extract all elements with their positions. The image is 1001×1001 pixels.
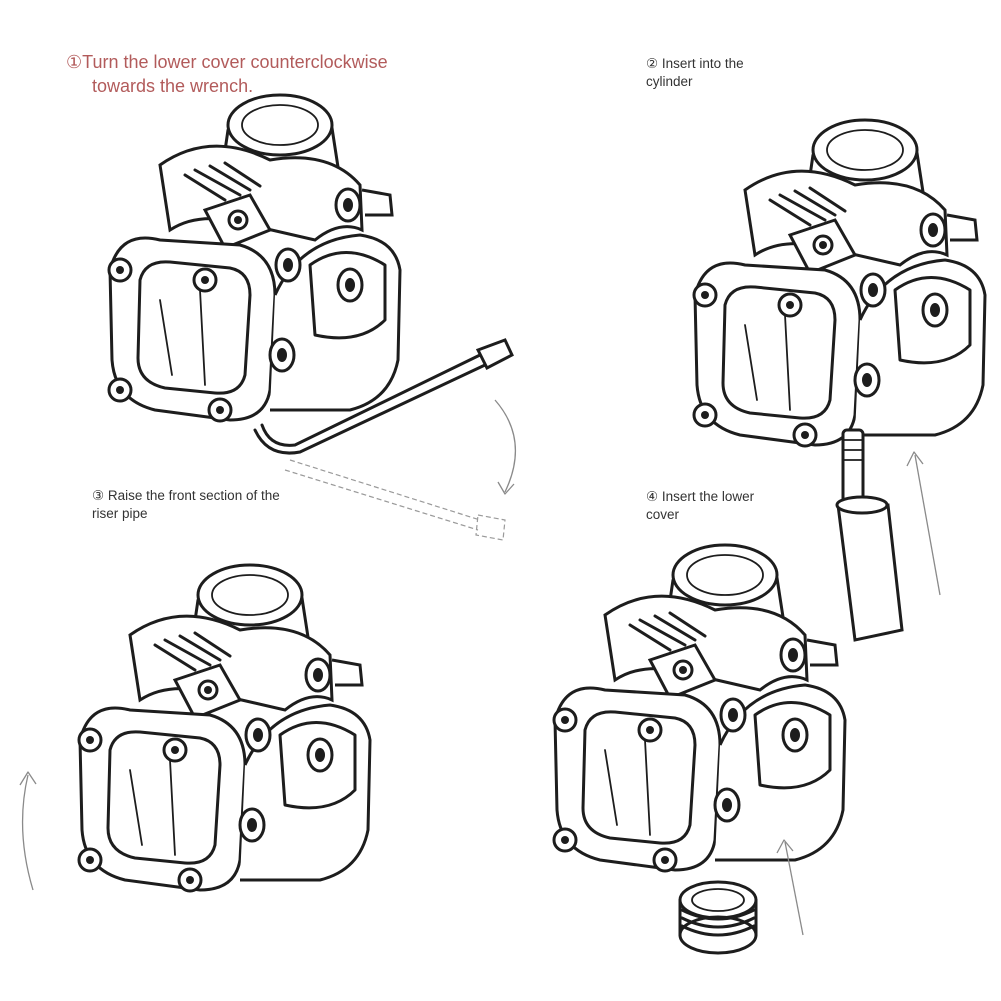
stem-step-1-icon (107, 93, 402, 423)
step-3-label: ③ Raise the front section of the riser p… (92, 487, 280, 523)
stem-step-3-icon (77, 563, 372, 893)
step-3-line1: Raise the front section of the (107, 488, 280, 503)
step-3-number: ③ (92, 488, 105, 503)
step-2-number: ② (646, 56, 659, 71)
step-2-line1: Insert into the (661, 56, 744, 71)
insert-arrow-icon (784, 841, 804, 936)
step-2-line2: cylinder (646, 74, 693, 90)
step-1-line2: towards the wrench. (92, 76, 254, 97)
stem-step-4-icon (552, 543, 847, 873)
step-4-line1: Insert the lower (661, 489, 755, 504)
step-3-line2: riser pipe (92, 506, 148, 522)
step-1-number: ① (66, 52, 83, 72)
step-1-label: ①Turn the lower cover counterclockwise t… (66, 50, 388, 99)
up-arrow-icon (914, 454, 941, 596)
step-2-label: ② Insert into the cylinder (646, 55, 744, 91)
stem-step-2-icon (692, 118, 987, 448)
raise-arrow-icon (21, 774, 34, 891)
step-4-line2: cover (646, 507, 680, 523)
hex-wrench-icon (253, 338, 514, 541)
rotation-arrow-icon (494, 399, 516, 493)
cylinder-tool-icon (835, 428, 904, 642)
step-4-number: ④ (646, 489, 659, 504)
step-1-line1: Turn the lower cover counterclockwise (82, 52, 388, 72)
threaded-cover-icon (678, 880, 758, 955)
step-4-label: ④ Insert the lower cover (646, 488, 754, 524)
